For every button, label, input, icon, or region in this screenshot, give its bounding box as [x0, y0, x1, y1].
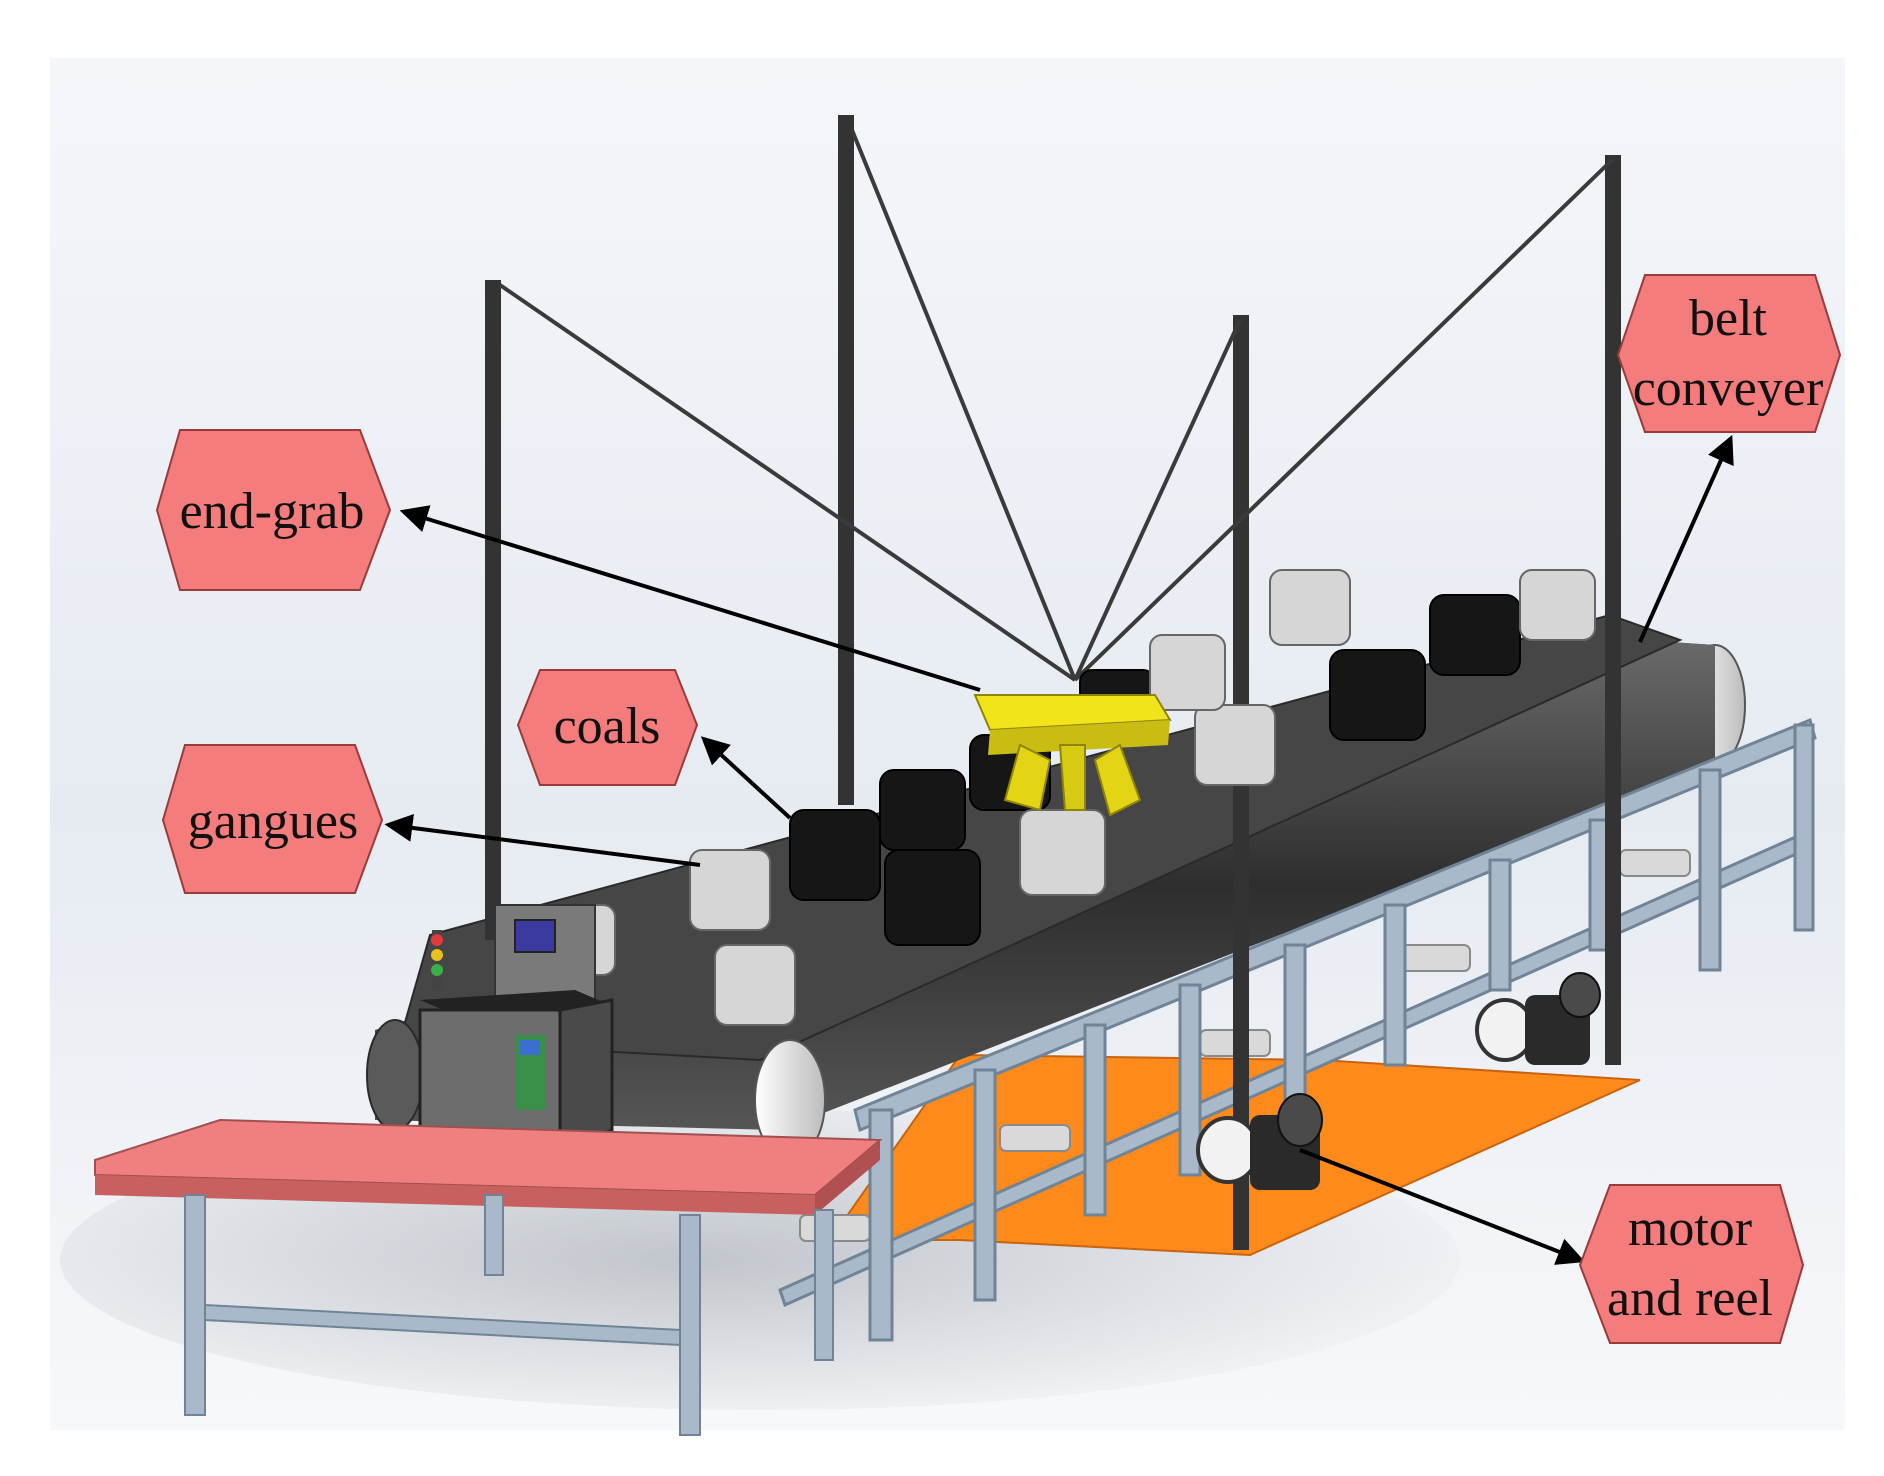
- motor-and-reel-label-line2: and reel: [1607, 1270, 1773, 1327]
- gangue: [1269, 569, 1351, 646]
- end-grab-device: [973, 694, 1172, 817]
- coal: [1329, 649, 1426, 741]
- post-4: [1605, 155, 1621, 1065]
- coals-arrow: [700, 736, 792, 820]
- post-2: [838, 115, 854, 805]
- coal: [1429, 594, 1521, 676]
- control-cabinet: [418, 904, 614, 1153]
- end-grab-label: end-grab: [180, 483, 365, 540]
- callout-coals: coals: [516, 669, 699, 786]
- callout-motor-and-reel: motor and reel: [1578, 1184, 1805, 1344]
- coal-lumps: [789, 594, 1521, 946]
- post-1: [485, 280, 501, 940]
- conveyor-frame: [778, 717, 1817, 1342]
- coal: [789, 809, 881, 901]
- callout-belt-conveyer: belt conveyer: [1616, 274, 1842, 433]
- end-grab-arrow: [399, 505, 981, 692]
- gangue: [714, 944, 796, 1026]
- callout-gangues: gangues: [161, 744, 384, 894]
- coal: [884, 849, 981, 946]
- gangues-label: gangues: [188, 793, 358, 850]
- callout-end-grab: end-grab: [155, 429, 392, 591]
- gangue: [1194, 704, 1276, 786]
- callout-arrows: [384, 434, 1734, 1265]
- belt-conveyer-label-line2: conveyer: [1633, 360, 1824, 417]
- belt-conveyer-label-line1: belt: [1689, 290, 1768, 347]
- gangue: [689, 849, 771, 931]
- belt-conveyer-arrow: [1638, 434, 1734, 643]
- motor-and-reel-device: [1196, 972, 1601, 1190]
- gangue: [1519, 569, 1596, 641]
- gangues-arrow: [384, 813, 701, 867]
- motor-and-reel-label-line1: motor: [1628, 1200, 1752, 1257]
- coal: [879, 769, 966, 851]
- coals-label: coals: [554, 698, 661, 755]
- gangue: [1019, 809, 1106, 896]
- gangue: [1149, 634, 1226, 711]
- work-table: [94, 1118, 883, 1436]
- motor-and-reel-arrow: [1299, 1148, 1586, 1265]
